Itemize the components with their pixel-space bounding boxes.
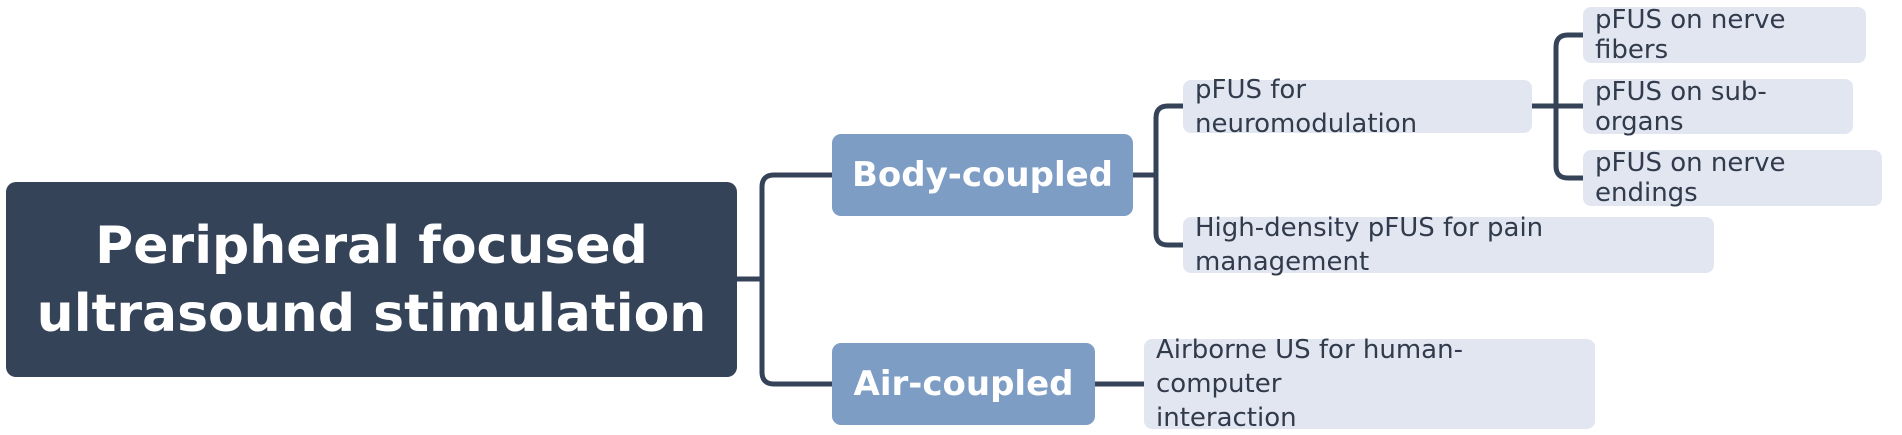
node-airborne-interaction: Airborne US for human-computer interacti… bbox=[1144, 335, 1595, 433]
node-airborne-line1: Airborne US for human-computer bbox=[1156, 335, 1463, 399]
root-label: Peripheral focused ultrasound stimulatio… bbox=[37, 212, 707, 348]
connector-root-bracket bbox=[759, 172, 835, 387]
branch-air-coupled-label: Air-coupled bbox=[853, 364, 1074, 404]
branch-body-coupled-label: Body-coupled bbox=[852, 155, 1113, 195]
branch-body-coupled: Body-coupled bbox=[832, 134, 1133, 216]
node-airborne-interaction-label: Airborne US for human-computer interacti… bbox=[1156, 333, 1583, 435]
leaf-sub-organs: pFUS on sub-organs bbox=[1583, 76, 1853, 137]
node-neuromodulation: pFUS for neuromodulation bbox=[1183, 75, 1532, 139]
root-label-line2: ultrasound stimulation bbox=[36, 283, 707, 344]
root-node: Peripheral focused ultrasound stimulatio… bbox=[6, 182, 737, 377]
node-pain-management: High-density pFUS for pain management bbox=[1183, 213, 1714, 277]
node-pain-management-label: High-density pFUS for pain management bbox=[1195, 213, 1544, 277]
leaf-nerve-fibers-label: pFUS on nerve fibers bbox=[1595, 5, 1786, 65]
connector-body-bracket bbox=[1153, 103, 1186, 248]
node-airborne-line2: interaction bbox=[1156, 403, 1297, 433]
branch-air-coupled: Air-coupled bbox=[832, 343, 1095, 425]
connector-neuro-bracket bbox=[1553, 32, 1586, 181]
root-label-line1: Peripheral focused bbox=[95, 215, 648, 276]
leaf-nerve-endings: pFUS on nerve endings bbox=[1583, 148, 1882, 208]
node-neuromodulation-label: pFUS for neuromodulation bbox=[1195, 74, 1418, 139]
leaf-nerve-endings-label: pFUS on nerve endings bbox=[1595, 148, 1786, 208]
leaf-sub-organs-label: pFUS on sub-organs bbox=[1595, 76, 1767, 137]
leaf-nerve-fibers: pFUS on nerve fibers bbox=[1583, 5, 1866, 65]
